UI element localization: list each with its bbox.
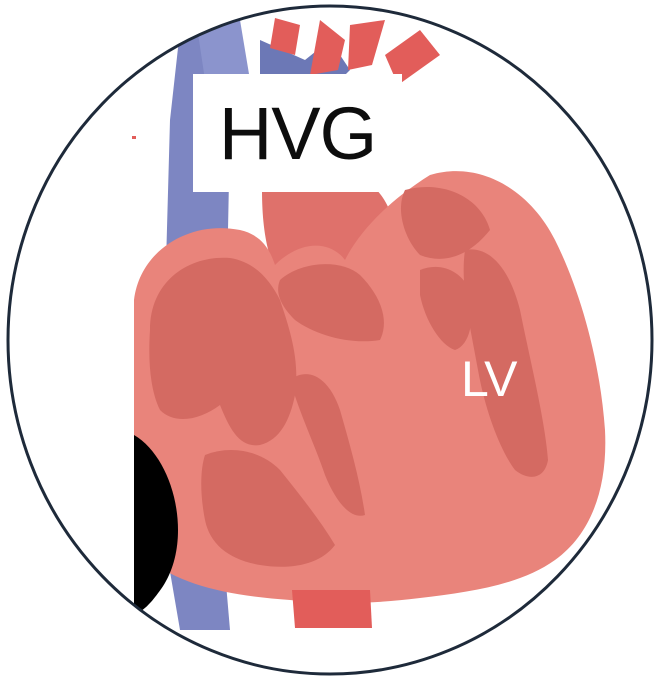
title-label-box: HVG <box>193 74 402 192</box>
background-area <box>0 400 134 678</box>
vena-cava-top <box>196 20 250 80</box>
aorta-branch <box>348 20 385 70</box>
marker-dot <box>132 136 136 139</box>
chamber-label-lv: LV <box>461 350 516 408</box>
descending-aorta <box>292 590 372 628</box>
figure-title: HVG <box>219 91 376 176</box>
